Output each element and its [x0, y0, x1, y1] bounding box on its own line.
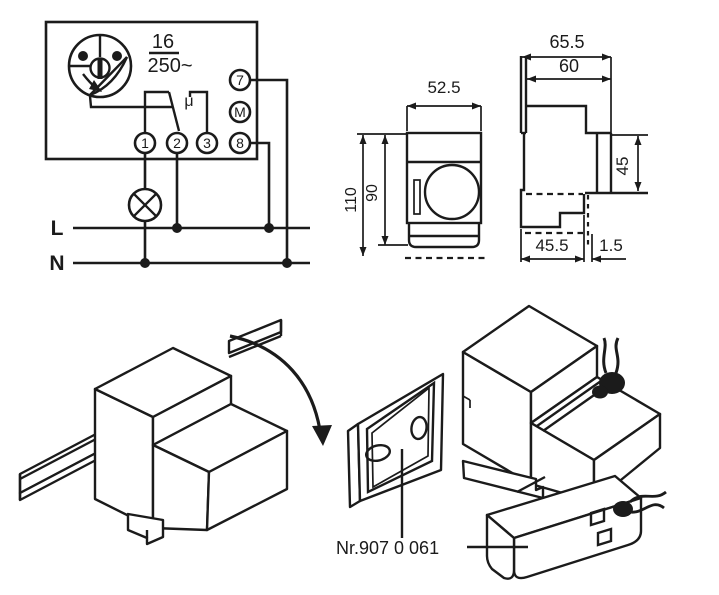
svg-text:8: 8 — [236, 135, 244, 151]
svg-text:1.5: 1.5 — [599, 236, 623, 255]
front-view-drawing: 52.5 110 — [343, 78, 489, 260]
svg-text:45: 45 — [613, 157, 632, 176]
circuit-enclosure-box — [44, 20, 259, 161]
svg-text:3: 3 — [203, 135, 211, 151]
svg-text:110: 110 — [343, 187, 360, 213]
junction-dot — [172, 223, 182, 233]
surface-box — [485, 474, 667, 580]
frame-hole — [365, 443, 391, 463]
side-dim-depth-total: 65.5 — [522, 32, 612, 133]
timer-dial-icon — [67, 33, 133, 99]
dial-arrow-icon — [89, 80, 102, 92]
svg-text:M: M — [234, 104, 246, 120]
svg-text:7: 7 — [236, 72, 244, 88]
front-base — [407, 223, 481, 249]
front-dim-width: 52.5 — [406, 78, 482, 131]
rating-denominator: 250~ — [147, 55, 192, 77]
part-number-text: Nr.907 0 061 — [336, 538, 439, 558]
rail-release-clip — [126, 512, 165, 546]
terminal-m: M — [228, 100, 252, 124]
terminal-3: 3 — [195, 131, 219, 155]
switch-mechanism: μ — [88, 90, 209, 133]
device-isometric — [93, 346, 289, 546]
wall-mounting-exploded-drawing: Nr.907 0 061 — [336, 304, 667, 580]
dial-switch-link — [88, 95, 172, 109]
front-switch-slider — [413, 179, 421, 215]
svg-text:1: 1 — [141, 135, 149, 151]
cable-icon — [592, 337, 625, 399]
side-profile — [519, 56, 648, 248]
front-body — [405, 131, 489, 260]
neutral-line: N — [49, 252, 310, 275]
part-number-label: Nr.907 0 061 — [336, 449, 528, 558]
junction-dot — [282, 258, 292, 268]
junction-dot — [140, 258, 150, 268]
live-label: L — [51, 217, 64, 240]
din-rail-mounting-drawing — [18, 318, 332, 546]
front-dial-circle — [423, 163, 481, 221]
front-dim-height-body: 90 — [364, 135, 408, 246]
switch-blade — [167, 91, 181, 132]
screw-cable-icon — [613, 490, 667, 517]
frame-hole — [410, 415, 428, 441]
svg-text:45.5: 45.5 — [535, 236, 568, 255]
terminal-2: 2 — [165, 131, 189, 155]
svg-text:52.5: 52.5 — [427, 78, 460, 97]
terminal-7: 7 — [228, 68, 252, 92]
junction-dot — [264, 223, 274, 233]
svg-text:90: 90 — [364, 184, 381, 202]
svg-text:2: 2 — [173, 135, 181, 151]
side-view-drawing: 65.5 60 — [519, 32, 648, 263]
lamp-icon — [127, 187, 163, 223]
switch-contact-symbol: μ — [184, 93, 193, 110]
adapter-plate — [461, 459, 546, 500]
cover-frame — [346, 372, 445, 509]
rating-fraction: 16 250~ — [147, 31, 192, 77]
side-dim-depth-body: 60 — [527, 56, 611, 83]
rating-numerator: 16 — [152, 31, 174, 53]
removal-arrow-icon — [229, 334, 332, 446]
svg-text:60: 60 — [559, 56, 579, 76]
neutral-label: N — [49, 252, 64, 275]
din-rail — [18, 432, 98, 502]
terminal-1: 1 — [133, 131, 157, 155]
device-isometric-exploded — [461, 304, 662, 504]
side-dim-rail-offset: 1.5 — [591, 234, 626, 263]
wiring-diagram: 16 250~ μ 7 M 8 1 — [44, 20, 310, 275]
side-dim-rear-height: 45 — [612, 134, 648, 191]
external-wiring — [143, 78, 289, 263]
svg-text:65.5: 65.5 — [549, 32, 584, 52]
din-rail-end — [227, 318, 283, 359]
knockout-slot — [589, 507, 606, 527]
terminal-8: 8 — [228, 131, 252, 155]
side-dim-base-depth: 45.5 — [520, 215, 585, 263]
front-dim-height-total: 110 — [343, 133, 407, 256]
knockout-slot — [596, 527, 613, 547]
